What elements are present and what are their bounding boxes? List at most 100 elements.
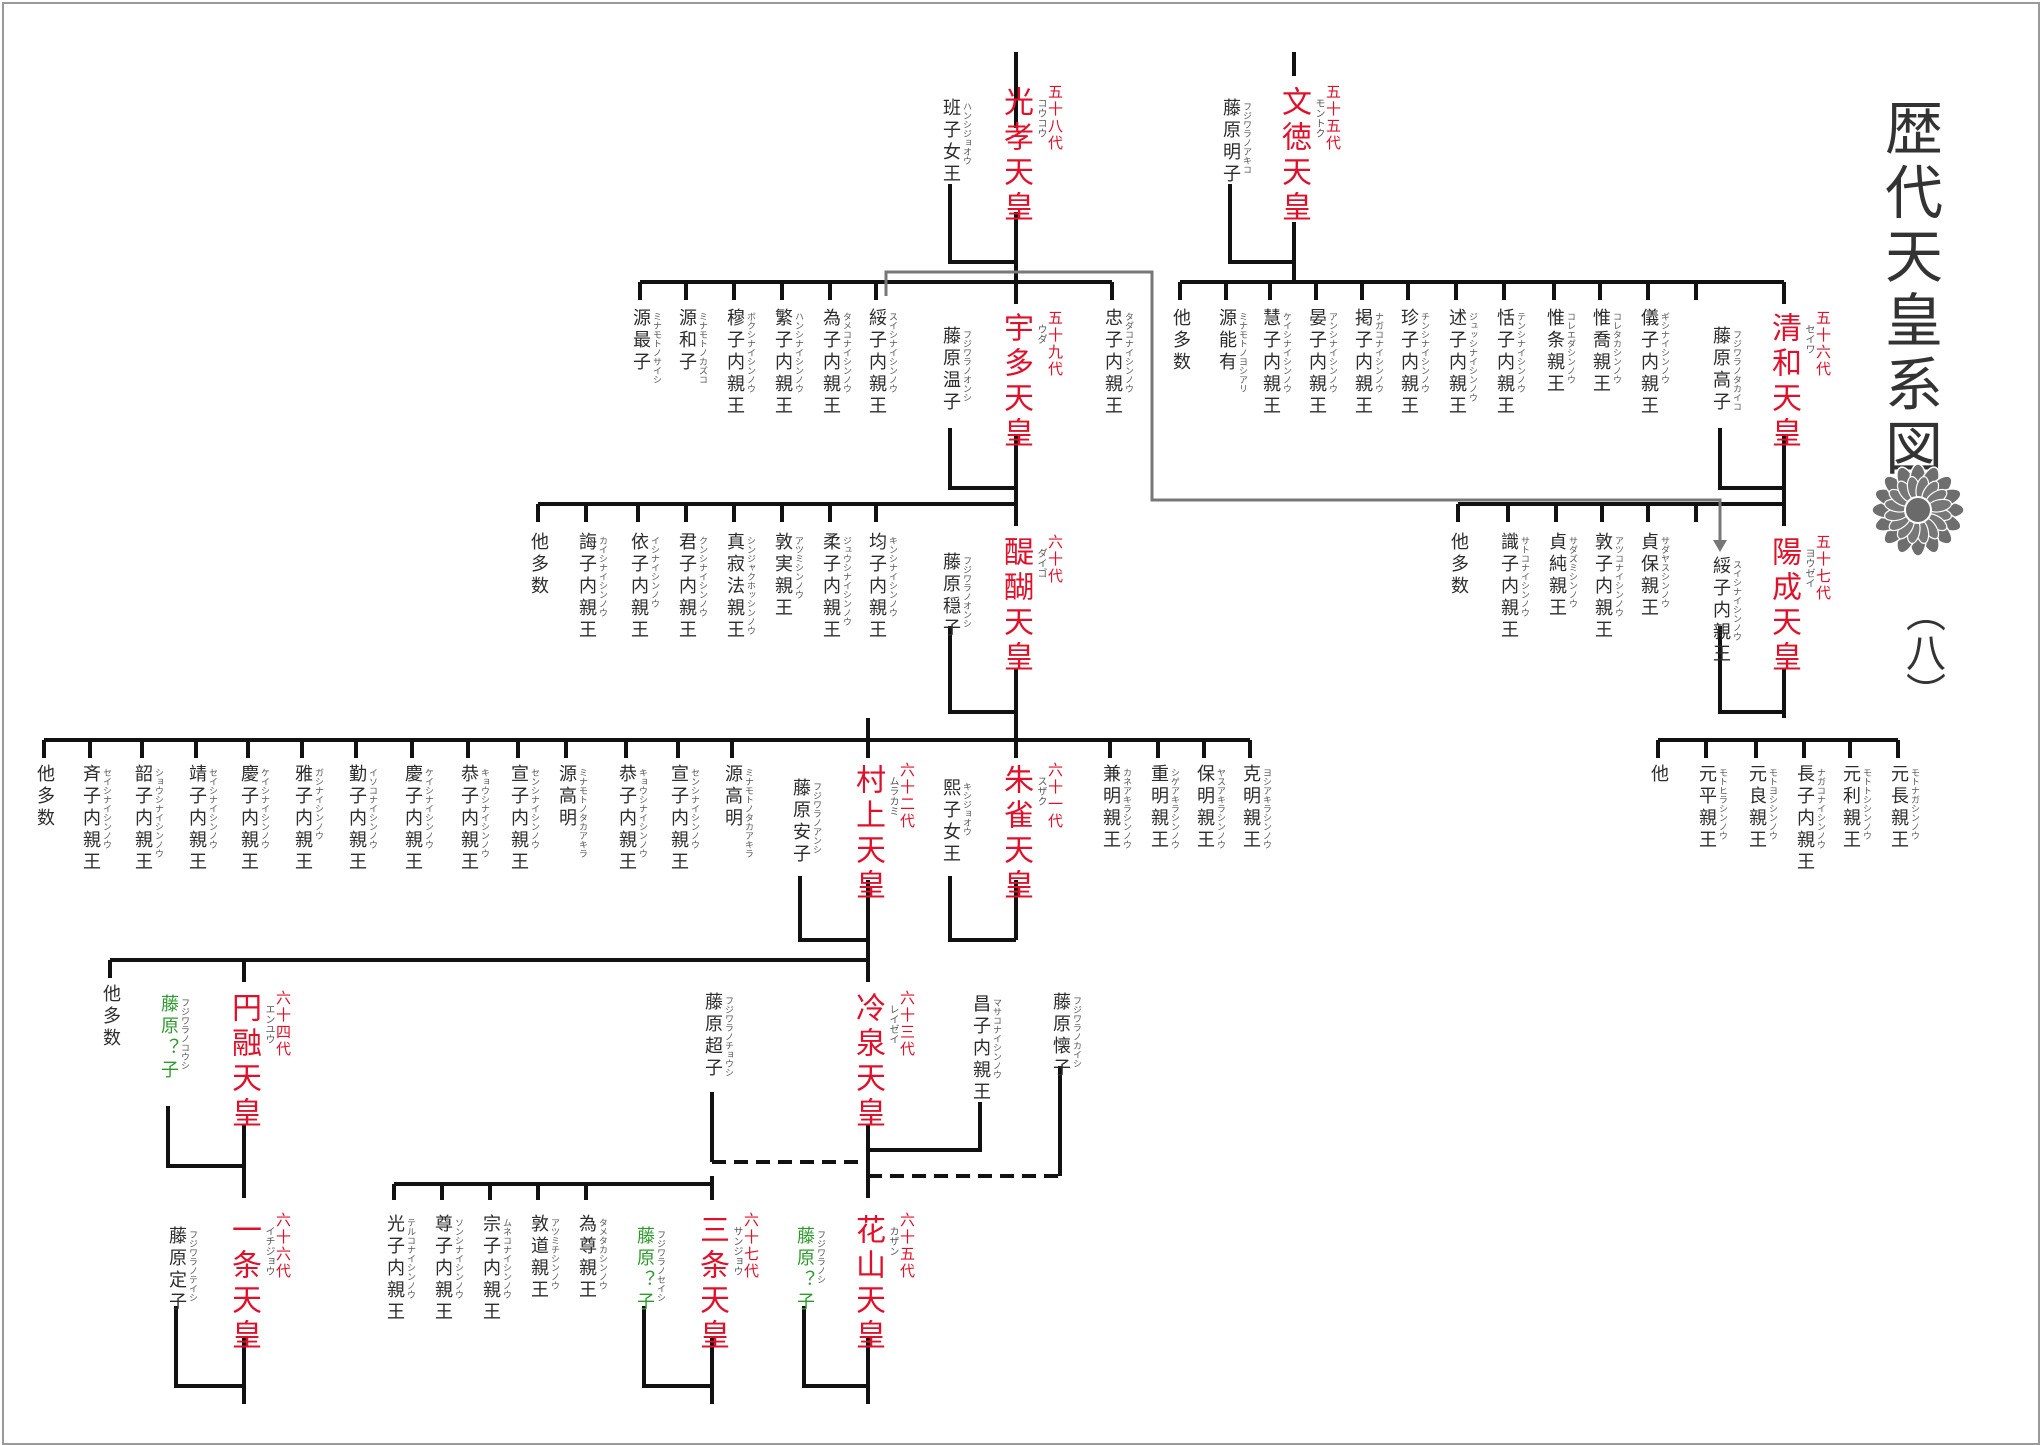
person-name: 藤原温子 xyxy=(940,326,961,414)
person-name: 恬子内親王 xyxy=(1494,308,1515,418)
person-reading: テンシナイシンノウ xyxy=(1515,312,1525,393)
lineage-line xyxy=(166,1106,244,1168)
person-reading: スイシナイシンノウ xyxy=(1731,560,1741,641)
emperor-reading: カザン xyxy=(887,1226,898,1256)
person-name: 藤原高子 xyxy=(1710,326,1731,414)
person-reading: シンジャクホッシンノウ xyxy=(745,536,755,635)
emperor-name: 冷泉天皇 xyxy=(850,992,885,1132)
person-reading: セイシナイシンノウ xyxy=(101,768,111,849)
person-reading: ヨシアキラシンノウ xyxy=(1261,768,1271,849)
person-reading: スイシナイシンノウ xyxy=(887,312,897,393)
adoption-line xyxy=(884,270,1722,540)
person-name: 宗子内親王 xyxy=(480,1214,501,1324)
person-name: 他 xyxy=(1648,764,1669,786)
person-name: 源和子 xyxy=(676,308,697,374)
person-name: 兼明親王 xyxy=(1100,764,1121,852)
person-reading: カイシナイシンノウ xyxy=(597,536,607,617)
person-name: 韶子内親王 xyxy=(132,764,153,874)
person-reading: フジワラノチョウシ xyxy=(723,996,733,1077)
person-name: 繁子内親王 xyxy=(772,308,793,418)
person-name: 源能有 xyxy=(1216,308,1237,374)
chrysanthemum-crest-icon xyxy=(1871,463,1965,557)
person-reading: フジワラノテイシ xyxy=(187,1230,197,1302)
generation-label: 六十四代 xyxy=(274,990,292,1058)
person-reading: フジワラノコウシ xyxy=(179,998,189,1070)
person-reading: アツコナイシンノウ xyxy=(1613,536,1623,617)
person-name: 敦実親王 xyxy=(772,532,793,620)
person-name: 藤原明子 xyxy=(1220,98,1241,186)
person-name: 斉子内親王 xyxy=(80,764,101,874)
person-reading: イシナイシンノウ xyxy=(649,536,659,608)
person-name: 元長親王 xyxy=(1888,764,1909,852)
person-reading: ナガコナイシンノウ xyxy=(1373,312,1383,393)
person-reading: ミナモトノタカアキラ xyxy=(743,768,753,858)
person-reading: サダズミシンノウ xyxy=(1567,536,1577,608)
person-name: 穆子内親王 xyxy=(724,308,745,418)
person-name: 珍子内親王 xyxy=(1398,308,1419,418)
lineage-line xyxy=(802,1306,868,1388)
emperor-name: 三条天皇 xyxy=(694,1214,729,1354)
lineage-line xyxy=(1718,626,1784,714)
person-name: 晏子内親王 xyxy=(1306,308,1327,418)
person-name: 光子内親王 xyxy=(384,1214,405,1324)
person-name: 慶子内親王 xyxy=(238,764,259,874)
person-reading: ケイシナイシンノウ xyxy=(259,768,269,849)
person-reading: センシナイシンノウ xyxy=(529,768,539,849)
person-name: 藤原？子 xyxy=(794,1226,815,1314)
person-reading: ジュッシナイシンノウ xyxy=(1467,312,1477,402)
generation-label: 六十五代 xyxy=(898,1212,916,1280)
person-name: 為尊親王 xyxy=(576,1214,597,1302)
emperor-reading: サンジョウ xyxy=(731,1226,742,1276)
person-name: 忠子内親王 xyxy=(1102,308,1123,418)
person-reading: フジワラノシ xyxy=(815,1230,825,1284)
person-name: 儀子内親王 xyxy=(1638,308,1659,418)
emperor-name: 朱雀天皇 xyxy=(998,764,1033,904)
person-reading: シゲアキラシンノウ xyxy=(1169,768,1179,849)
person-name: 他多数 xyxy=(1170,308,1191,374)
person-reading: ケイシナイシンノウ xyxy=(1281,312,1291,393)
person-reading: フジワラノオンシ xyxy=(961,556,971,628)
person-reading: ミナモトノカズコ xyxy=(697,312,707,384)
person-name: 貞純親王 xyxy=(1546,532,1567,620)
person-name: 為子内親王 xyxy=(820,308,841,418)
person-reading: クンシナイシンノウ xyxy=(697,536,707,617)
person-name: 源高明 xyxy=(722,764,743,830)
emperor-name: 宇多天皇 xyxy=(998,312,1033,452)
generation-label: 六十代 xyxy=(1046,534,1064,585)
person-reading: モトナガシンノウ xyxy=(1909,768,1919,840)
person-reading: アツミシンノウ xyxy=(793,536,803,599)
volume-number: （八） xyxy=(1899,592,1945,712)
person-name: 藤原穏子 xyxy=(940,552,961,640)
person-name: 掲子内親王 xyxy=(1352,308,1373,418)
person-reading: ガシナイシンノウ xyxy=(313,768,323,840)
person-reading: マサコナイシンノウ xyxy=(991,998,1001,1079)
generation-label: 六十六代 xyxy=(274,1212,292,1280)
lineage-line xyxy=(1228,184,1294,264)
emperor-reading: ヨウゼイ xyxy=(1803,548,1814,588)
generation-label: 五十七代 xyxy=(1814,534,1832,602)
person-name: 長子内親王 xyxy=(1794,764,1815,874)
person-reading: セイシナイシンノウ xyxy=(207,768,217,849)
emperor-name: 一条天皇 xyxy=(226,1214,261,1354)
lineage-line xyxy=(868,1102,982,1152)
emperor-name: 清和天皇 xyxy=(1766,312,1801,452)
person-reading: タメタカシンノウ xyxy=(597,1218,607,1290)
emperor-reading: イチジョウ xyxy=(263,1226,274,1276)
generation-label: 五十五代 xyxy=(1324,84,1342,152)
lineage-line xyxy=(948,428,1016,490)
person-name: 他多数 xyxy=(1448,532,1469,598)
person-name: 惟条親王 xyxy=(1544,308,1565,396)
person-name: 宣子内親王 xyxy=(508,764,529,874)
person-name: 敦子内親王 xyxy=(1592,532,1613,642)
person-name: 他多数 xyxy=(528,532,549,598)
emperor-reading: コウコウ xyxy=(1035,98,1046,138)
emperor-reading: レイゼイ xyxy=(887,1004,898,1044)
person-name: 君子内親王 xyxy=(676,532,697,642)
person-reading: ソンシナイシンノウ xyxy=(453,1218,463,1299)
person-name: 熙子女王 xyxy=(940,778,961,866)
adoption-arrow-icon xyxy=(1713,540,1727,552)
person-name: 述子内親王 xyxy=(1446,308,1467,418)
person-name: 藤原懐子 xyxy=(1050,992,1071,1080)
lineage-line xyxy=(948,876,1016,942)
